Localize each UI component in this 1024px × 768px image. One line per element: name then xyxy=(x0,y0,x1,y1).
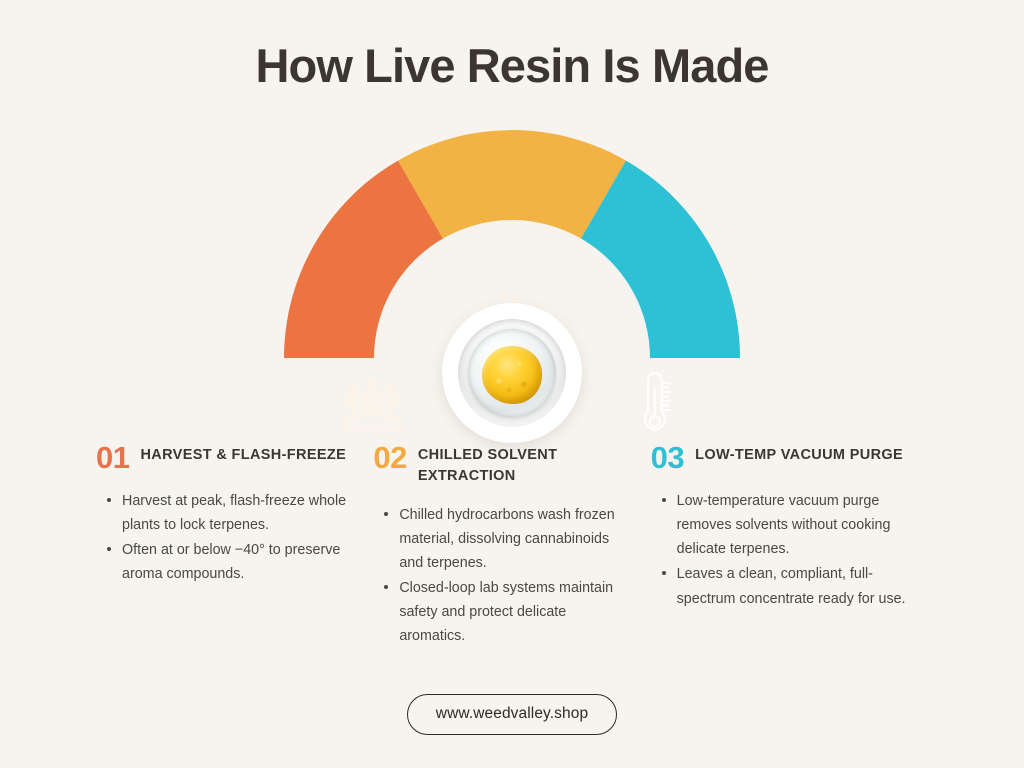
arc-segment-extraction[interactable] xyxy=(398,130,626,239)
footer: www.weedvalley.shop xyxy=(0,694,1024,735)
list-item: Closed-loop lab systems maintain safety … xyxy=(384,576,628,648)
step-title: CHILLED SOLVENT EXTRACTION xyxy=(417,447,558,484)
resin-texture xyxy=(482,345,542,404)
plants-field-icon xyxy=(340,374,404,431)
step-number: 01 xyxy=(96,440,130,475)
list-item: Often at or below −40° to preserve aroma… xyxy=(106,538,351,586)
page-title: How Live Resin Is Made xyxy=(255,39,769,92)
step-card-03: 03 LOW-TEMP VACUUM PURGE Low-temperature… xyxy=(650,440,928,649)
process-arc-diagram xyxy=(0,120,1024,443)
thermometer-icon xyxy=(643,372,672,431)
step-title: HARVEST & FLASH-FREEZE xyxy=(140,447,347,463)
step-bullet-list: Low-temperature vacuum purge removes sol… xyxy=(651,489,906,610)
list-item: Chilled hydrocarbons wash frozen materia… xyxy=(384,503,628,575)
step-bullet-list: Chilled hydrocarbons wash frozen materia… xyxy=(373,503,628,648)
jar-backdrop-ring xyxy=(458,319,566,427)
list-item: Harvest at peak, flash-freeze whole plan… xyxy=(106,489,351,537)
arc-segment-harvest[interactable] xyxy=(284,160,443,358)
website-url-badge[interactable]: www.weedvalley.shop xyxy=(406,694,618,735)
arc-segments-svg xyxy=(284,130,740,358)
live-resin-concentrate xyxy=(482,345,542,404)
step-card-02: 02 CHILLED SOLVENT EXTRACTION Chilled hy… xyxy=(373,440,650,649)
step-header: 02 CHILLED SOLVENT EXTRACTION xyxy=(373,440,628,486)
jar-glass xyxy=(468,329,556,417)
step-header: 03 LOW-TEMP VACUUM PURGE xyxy=(650,440,906,475)
steps-container: 01 HARVEST & FLASH-FREEZE Harvest at pea… xyxy=(0,440,1024,649)
step-card-01: 01 HARVEST & FLASH-FREEZE Harvest at pea… xyxy=(96,440,373,649)
step-bullet-list: Harvest at peak, flash-freeze whole plan… xyxy=(96,489,351,586)
list-item: Leaves a clean, compliant, full-spectrum… xyxy=(661,562,906,610)
live-resin-jar xyxy=(442,303,582,443)
step-number: 03 xyxy=(650,440,685,475)
step-number: 02 xyxy=(373,440,407,475)
list-item: Low-temperature vacuum purge removes sol… xyxy=(661,489,906,561)
step-header: 01 HARVEST & FLASH-FREEZE xyxy=(96,440,351,475)
arc-segment-purge[interactable] xyxy=(581,160,740,358)
step-title: LOW-TEMP VACUUM PURGE xyxy=(695,447,904,463)
